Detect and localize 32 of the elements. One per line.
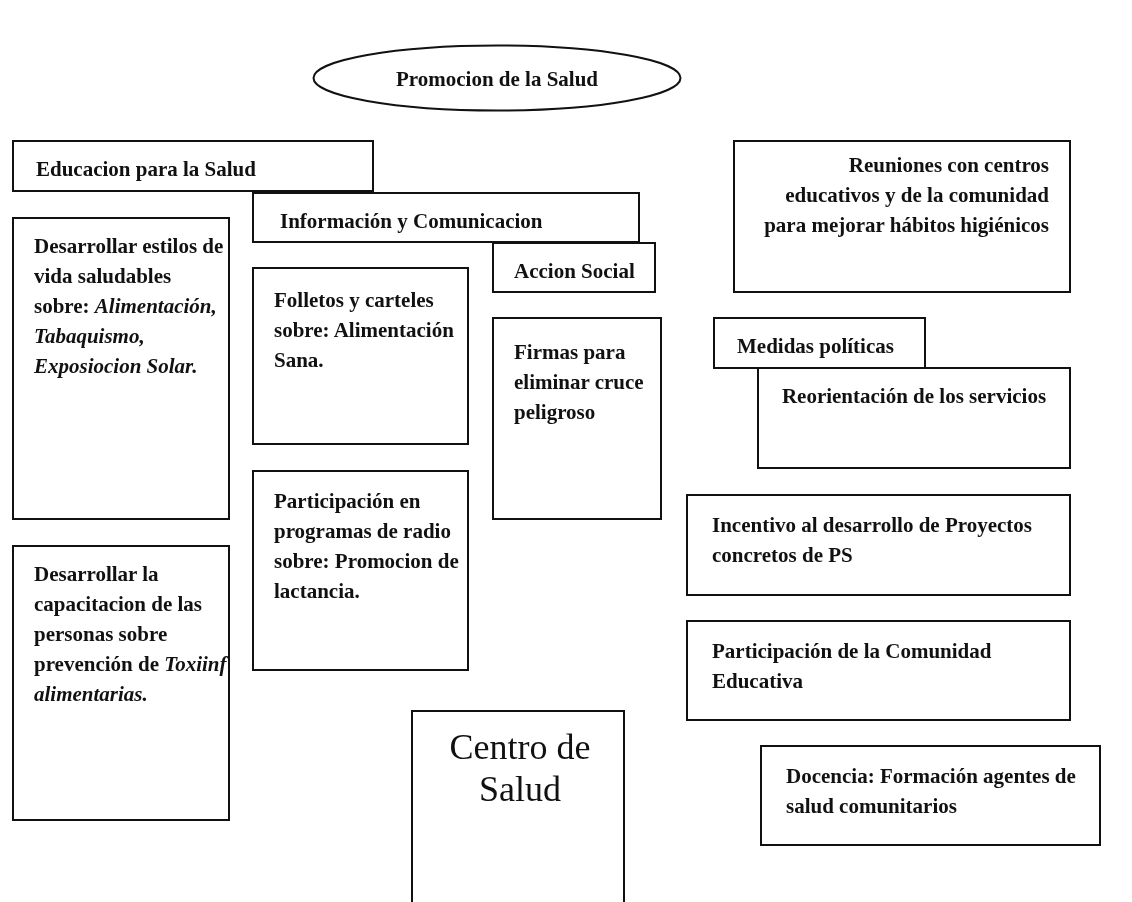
box-text: Medidas políticas: [737, 333, 895, 360]
box-text: Reorientación de los servicios: [780, 383, 1048, 410]
action-box: [757, 367, 1071, 469]
box-text: Información y Comunicacion: [280, 208, 544, 235]
action-box: [760, 745, 1101, 846]
box-text: Participación en programas de radio sobre: Promocion de lactancia.: [274, 488, 460, 605]
box-text: Docencia: Formación agentes de salud comunitarios: [786, 763, 1077, 820]
action-box: [252, 267, 469, 445]
action-box: [686, 494, 1071, 596]
category-box: [12, 140, 374, 192]
category-box: [713, 317, 926, 369]
box-text: Folletos y carteles sobre: Alimentación Sana.: [274, 287, 455, 374]
box-text: Reuniones con centros educativos y de la comunidad para mejorar hábitos higiénicos: [763, 152, 1049, 239]
title-ellipse: [312, 44, 682, 112]
center-box: [411, 710, 625, 902]
box-text: Promocion de la Salud: [394, 66, 600, 93]
action-box: [492, 317, 662, 520]
box-text: Educacion para la Salud: [36, 156, 257, 183]
action-box: [733, 140, 1071, 293]
action-box: [686, 620, 1071, 721]
action-box: [12, 217, 230, 520]
category-box: [492, 242, 656, 293]
box-text: Desarrollar la capacitacion de las personas sobre prevención de Toxiinf alimentarias.: [34, 561, 229, 708]
box-text: Participación de la Comunidad Educativa: [712, 638, 993, 695]
box-text: Incentivo al desarrollo de Proyectos concretos de PS: [712, 512, 1033, 569]
box-text: Centro de Salud: [448, 726, 592, 810]
box-text: Accion Social: [514, 258, 636, 285]
category-box: [252, 192, 640, 243]
action-box: [12, 545, 230, 821]
box-text: Firmas para eliminar cruce peligroso: [514, 339, 645, 426]
box-text: Desarrollar estilos de vida saludables sobre: Alimentación, Tabaquismo, Exposiocion Solar.: [34, 233, 224, 380]
action-box: [252, 470, 469, 671]
